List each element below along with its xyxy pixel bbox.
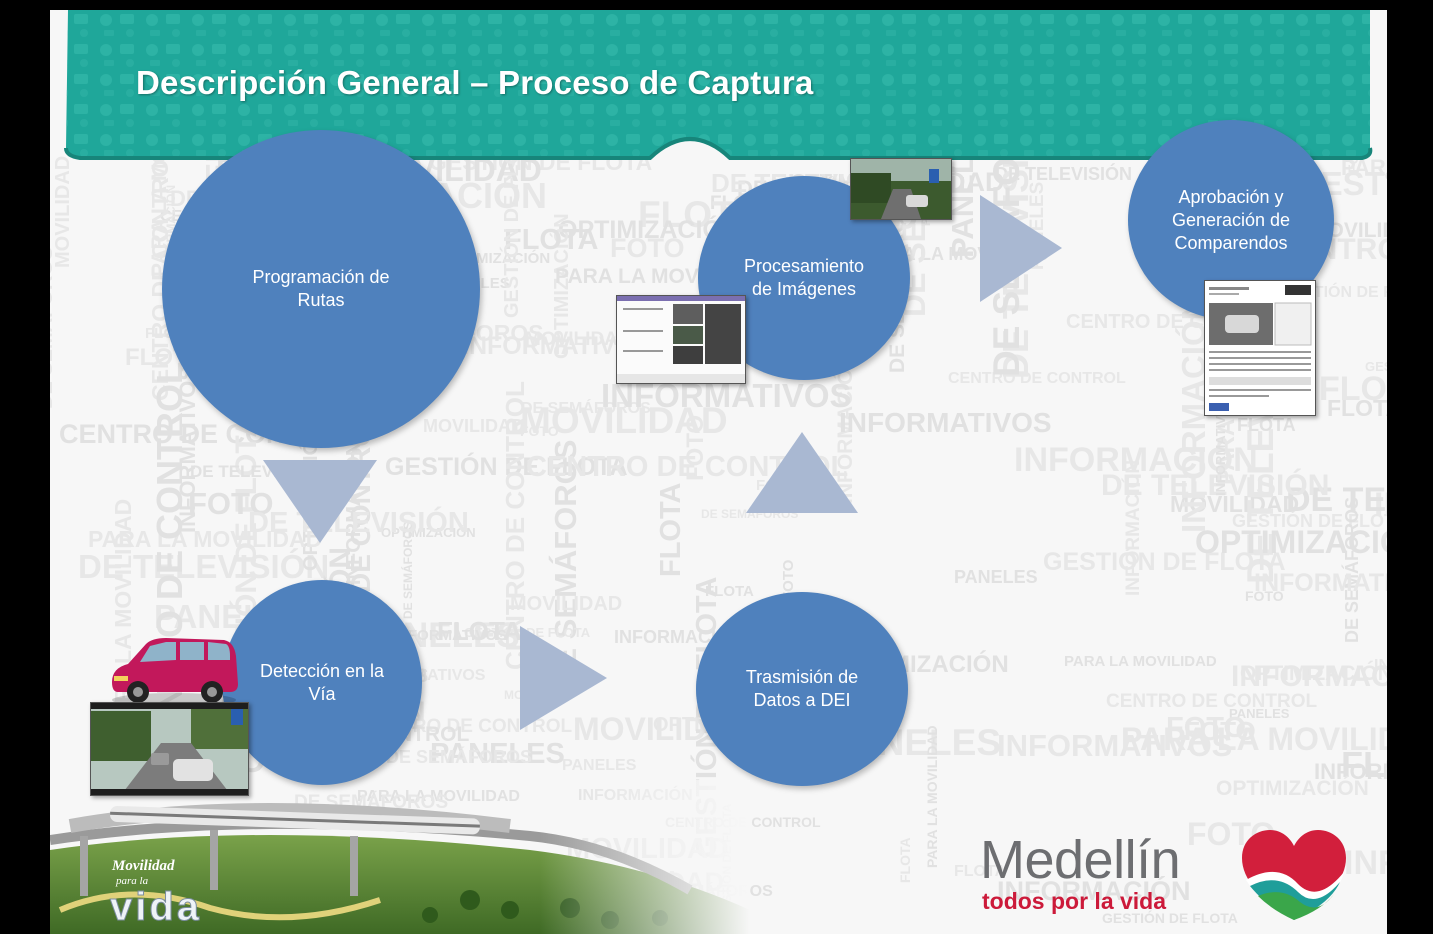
- background-word: MOVILIDAD: [510, 593, 622, 615]
- background-word: PANELES: [954, 567, 1038, 587]
- footer-train-scene: Movilidad para la vida: [50, 780, 750, 934]
- background-word: FLOTA: [897, 837, 913, 883]
- background-word: DE SEMÁFOROS: [1341, 497, 1362, 643]
- background-word: DE TELEVISIÓN: [78, 548, 329, 585]
- background-word: GESTIÓN DE FLOTA: [1102, 909, 1238, 926]
- background-word: FLOTA: [954, 863, 1007, 880]
- background-word: FLOTA: [1341, 744, 1387, 785]
- background-word: INFORMATIVOS: [175, 366, 200, 533]
- background-word: DE TELEVISIÓN: [1101, 468, 1329, 502]
- background-word: FOTO: [682, 415, 709, 481]
- background-word: PANELES: [562, 757, 637, 774]
- background-word: MOVILIDAD: [1170, 491, 1299, 517]
- background-word: MOVILIDAD: [423, 416, 524, 436]
- background-word: INFORMATIVOS: [1213, 397, 1228, 496]
- background-word: GESTIÓN DE FLOTA: [1365, 359, 1387, 374]
- background-word: PANELES: [430, 738, 565, 770]
- background-word: INFORMATIVOS: [1344, 844, 1387, 882]
- heart-icon: [1242, 830, 1346, 920]
- background-word: INFORMACIÓN: [1014, 441, 1258, 479]
- background-word: FOTO: [1166, 712, 1246, 744]
- node-label: Programación de Rutas: [252, 267, 390, 310]
- background-word: PANELES: [1229, 706, 1290, 721]
- background-word: DE TELEVISIÓN: [995, 163, 1132, 184]
- background-word: FOTO: [520, 423, 559, 439]
- background-word: OPTIMIZACIÓN: [549, 213, 573, 359]
- background-word: INFORMATIVOS: [1314, 759, 1387, 784]
- background-word: CENTRO DE CONTROL: [149, 362, 190, 762]
- node-programacion-de-rutas: Programación de Rutas: [162, 130, 480, 448]
- background-word: FOTO: [610, 233, 685, 263]
- background-word-collage: FLOTAMOVILIDADPANELESINFORMATIVOSOPTIMIZ…: [50, 10, 1387, 926]
- background-word: INFORMATIVOS: [839, 407, 1052, 438]
- background-word: OPTIMIZACIÓN: [1195, 524, 1387, 560]
- scene-text-vida: vida: [110, 885, 202, 929]
- slide: FLOTAMOVILIDADPANELESINFORMATIVOSOPTIMIZ…: [50, 10, 1387, 934]
- background-word: GESTIÓN DE FLOTA: [385, 451, 628, 481]
- background-word: CENTRO DE CONTROL: [948, 370, 1126, 387]
- medellin-logo: Medellín todos por la vida: [980, 830, 1360, 930]
- background-word: DE TELEVISIÓN: [190, 462, 319, 481]
- background-word: DE SEMÁFOROS: [50, 247, 57, 409]
- scene-text-para-la: para la: [115, 875, 149, 887]
- background-word: FLOTA: [655, 482, 687, 577]
- logo-slogan: todos por la vida: [982, 888, 1167, 914]
- background-word: DE TELEVISIÓN: [248, 505, 469, 539]
- node-deteccion-en-la-via: Detección en la Vía: [222, 580, 422, 785]
- background-word: MOVILIDAD: [52, 156, 74, 268]
- node-label: Trasmisión de Datos a DEI: [745, 667, 859, 710]
- background-word: FLOTA: [1319, 370, 1387, 408]
- background-word: FLOTA: [705, 583, 754, 600]
- background-word: INFORMATIVOS: [393, 627, 507, 644]
- background-word: INFORMATIVOS: [1254, 569, 1387, 597]
- background-word: OPTIMIZACIÓN: [1216, 776, 1369, 800]
- background-word: GESTIÓN DE FLOTA: [1232, 510, 1387, 531]
- background-word: FOTO: [780, 559, 797, 601]
- street-photo-thumbnail: [850, 158, 952, 220]
- background-word: FOTO: [1184, 716, 1256, 746]
- background-word: FLOTA: [1237, 415, 1296, 435]
- background-word: DE SEMÁFOROS: [701, 506, 798, 521]
- background-word: GESTIÓN DE FLOTA: [1385, 168, 1387, 183]
- background-word: FOTO: [1245, 588, 1284, 604]
- background-word: OPTIMIZACIÓN: [1240, 661, 1387, 685]
- slide-title: Descripción General – Proceso de Captura: [136, 64, 814, 101]
- background-word: PARA LA MOVILIDAD: [1064, 653, 1217, 670]
- background-word: INFORMACIÓN: [1122, 460, 1144, 596]
- background-word: MOVILIDAD: [520, 400, 728, 441]
- background-word: MOVILIDAD: [525, 329, 632, 350]
- background-word: GESTIÓN DE FLOTA: [1043, 546, 1286, 576]
- background-word: INFORMACIÓN: [1231, 659, 1387, 693]
- background-word: DE SEMÁFOROS: [386, 746, 532, 767]
- node-label: Aprobación y Generación de Comparendos: [1171, 186, 1291, 253]
- scene-text-movilidad: Movilidad: [111, 858, 175, 874]
- background-word: INFORMACIÓN: [1374, 486, 1387, 524]
- background-word: PARA LA MOVILIDAD: [924, 725, 940, 868]
- background-word: MOVILIDAD: [504, 688, 572, 702]
- comparendo-document-thumbnail: [1204, 280, 1316, 416]
- background-word: FLOTA: [504, 224, 599, 256]
- background-word: CENTRO DE CONTROL: [500, 381, 530, 670]
- node-label: Detección en la Vía: [259, 660, 385, 704]
- background-word: PARA LA MOVILIDAD: [1121, 721, 1387, 757]
- node-trasmision-datos-dei: Trasmisión de Datos a DEI: [696, 592, 908, 786]
- background-word: FOTO: [188, 486, 274, 521]
- background-word: CENTRO DE CONTROL: [1106, 691, 1318, 712]
- red-minivan-image: [112, 638, 238, 707]
- background-word: DE TELEVISIÓN: [1286, 481, 1387, 519]
- background-word: DE SEMÁFOROS: [521, 398, 651, 417]
- background-word: INFORMATIVOS: [997, 728, 1232, 763]
- node-label: Procesamiento de Imágenes: [743, 256, 865, 299]
- background-word: DE SEMÁFOROS: [400, 522, 415, 619]
- software-screenshot-thumbnail: [616, 295, 746, 384]
- logo-name: Medellín: [980, 830, 1181, 890]
- background-word: INFORMACIÓN: [997, 875, 1190, 906]
- background-word: INFORMATIVOS: [1374, 657, 1387, 674]
- background-word: OPTIMIZACIÓN: [381, 525, 476, 540]
- background-word: FLOTA: [1327, 395, 1387, 421]
- background-word: FLOTA: [437, 616, 522, 646]
- header-banner: [64, 10, 1373, 160]
